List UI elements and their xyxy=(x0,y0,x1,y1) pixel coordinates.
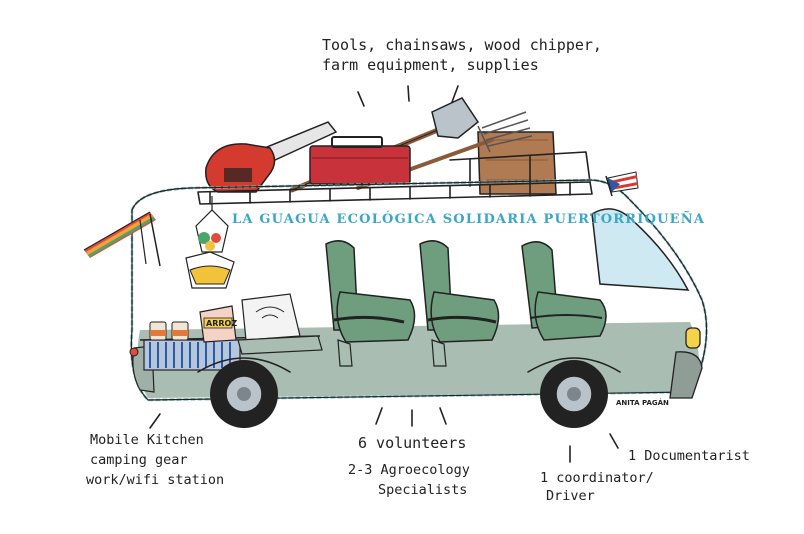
specialists-label-line2: Specialists xyxy=(378,482,467,498)
shovel-blade xyxy=(431,97,480,139)
wooden-crate xyxy=(477,131,557,195)
kitchen-label-line2: camping gear xyxy=(90,452,188,468)
hanging-basket-top xyxy=(195,209,229,253)
work-station-box xyxy=(241,293,301,341)
seat-1 xyxy=(325,240,416,367)
seat-2 xyxy=(419,240,500,367)
tools-label-line2: farm equipment, supplies xyxy=(322,56,539,74)
tools-label-line1: Tools, chainsaws, wood chipper, xyxy=(322,36,602,54)
toolbox xyxy=(309,145,411,185)
coordinator-label-line1: 1 coordinator/ xyxy=(540,470,654,486)
van-banner-title: LA GUAGUA ECOLÓGICA SOLIDARIA PUERTORRIQ… xyxy=(232,210,705,227)
artist-signature: ANITA PAGÁN xyxy=(616,398,669,407)
coordinator-label-line2: Driver xyxy=(546,488,595,504)
windshield xyxy=(591,208,690,291)
seat-3 xyxy=(521,241,607,341)
mobile-kitchen: ARROZ xyxy=(129,196,323,371)
front-bumper xyxy=(669,351,703,399)
roof-rack xyxy=(197,151,593,205)
kitchen-label-line3: work/wifi station xyxy=(86,472,224,488)
flag-pole xyxy=(605,175,613,197)
kitchen-label-line1: Mobile Kitchen xyxy=(90,432,204,448)
headlight xyxy=(685,327,701,349)
chainsaw-body xyxy=(205,143,276,193)
bottom-pointer-lines xyxy=(149,407,619,463)
tools-pointer-lines xyxy=(357,85,459,107)
rainbow-awning xyxy=(83,211,161,267)
puerto-rico-flag xyxy=(607,171,639,193)
rear-light xyxy=(129,347,139,357)
documentarist-label: 1 Documentarist xyxy=(628,448,750,464)
volunteers-label: 6 volunteers xyxy=(358,434,466,452)
rice-bag-label: ARROZ xyxy=(206,319,237,328)
rear-wheel xyxy=(210,360,278,428)
specialists-label-line1: 2-3 Agroecology xyxy=(348,462,470,478)
front-wheel xyxy=(540,360,608,428)
kitchen-counter xyxy=(143,339,241,371)
hanging-basket-bottom xyxy=(185,251,235,289)
roof-cargo xyxy=(197,97,593,205)
seats xyxy=(325,240,607,367)
